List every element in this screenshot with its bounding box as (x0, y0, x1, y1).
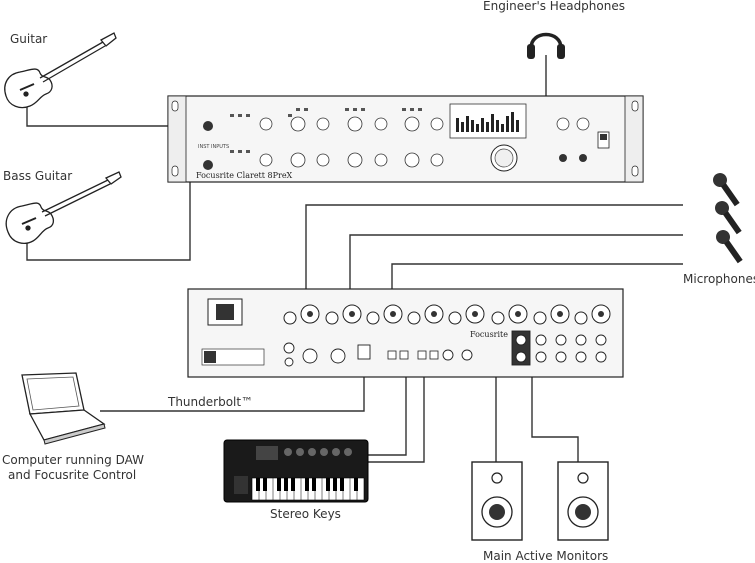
monitor-right-icon (557, 461, 609, 541)
label-thunderbolt: Thunderbolt™ (167, 395, 253, 409)
rear-panel: Focusrite (187, 288, 624, 378)
cable-mic-1 (305, 204, 683, 310)
microphone-icon-2 (715, 201, 742, 235)
label-computer-line2: and Focusrite Control (8, 468, 136, 482)
cable-keys-2 (368, 356, 425, 463)
instrument-input-2 (203, 160, 213, 170)
svg-text:INST INPUTS: INST INPUTS (198, 144, 229, 150)
label-stereo-keys: Stereo Keys (270, 507, 341, 521)
label-headphones: Engineer's Headphones (483, 0, 625, 13)
headphone-jack-1 (559, 154, 567, 162)
laptop-icon (21, 372, 106, 445)
cable-keys-1 (368, 356, 407, 456)
microphone-icon-1 (713, 173, 740, 207)
meter-bars (456, 112, 519, 132)
bass-guitar-icon (5, 171, 122, 244)
line-outputs (511, 330, 607, 366)
meter-display (449, 103, 527, 139)
label-microphones: Microphones (683, 272, 755, 286)
guitar-icon (4, 32, 117, 109)
channel-buttons (230, 108, 422, 153)
microphone-icon-3 (716, 230, 743, 264)
headphones-icon (527, 32, 565, 59)
cable-mic-2 (349, 234, 683, 312)
stereo-keys-icon (223, 439, 369, 503)
front-brand: Focusrite Clarett 8PreX (196, 171, 293, 180)
label-computer-line1: Computer running DAW (2, 453, 144, 467)
label-guitar: Guitar (10, 32, 47, 46)
thunderbolt-port (357, 344, 371, 360)
channel-strips (259, 116, 444, 168)
label-monitors: Main Active Monitors (483, 549, 608, 563)
monitor-left-icon (471, 461, 523, 541)
label-bass-guitar: Bass Guitar (3, 169, 72, 183)
cable-monitor-right (531, 340, 579, 462)
rear-brand: Focusrite (470, 330, 508, 339)
front-panel: INST INPUTS (167, 95, 644, 183)
instrument-input-1 (203, 121, 213, 131)
